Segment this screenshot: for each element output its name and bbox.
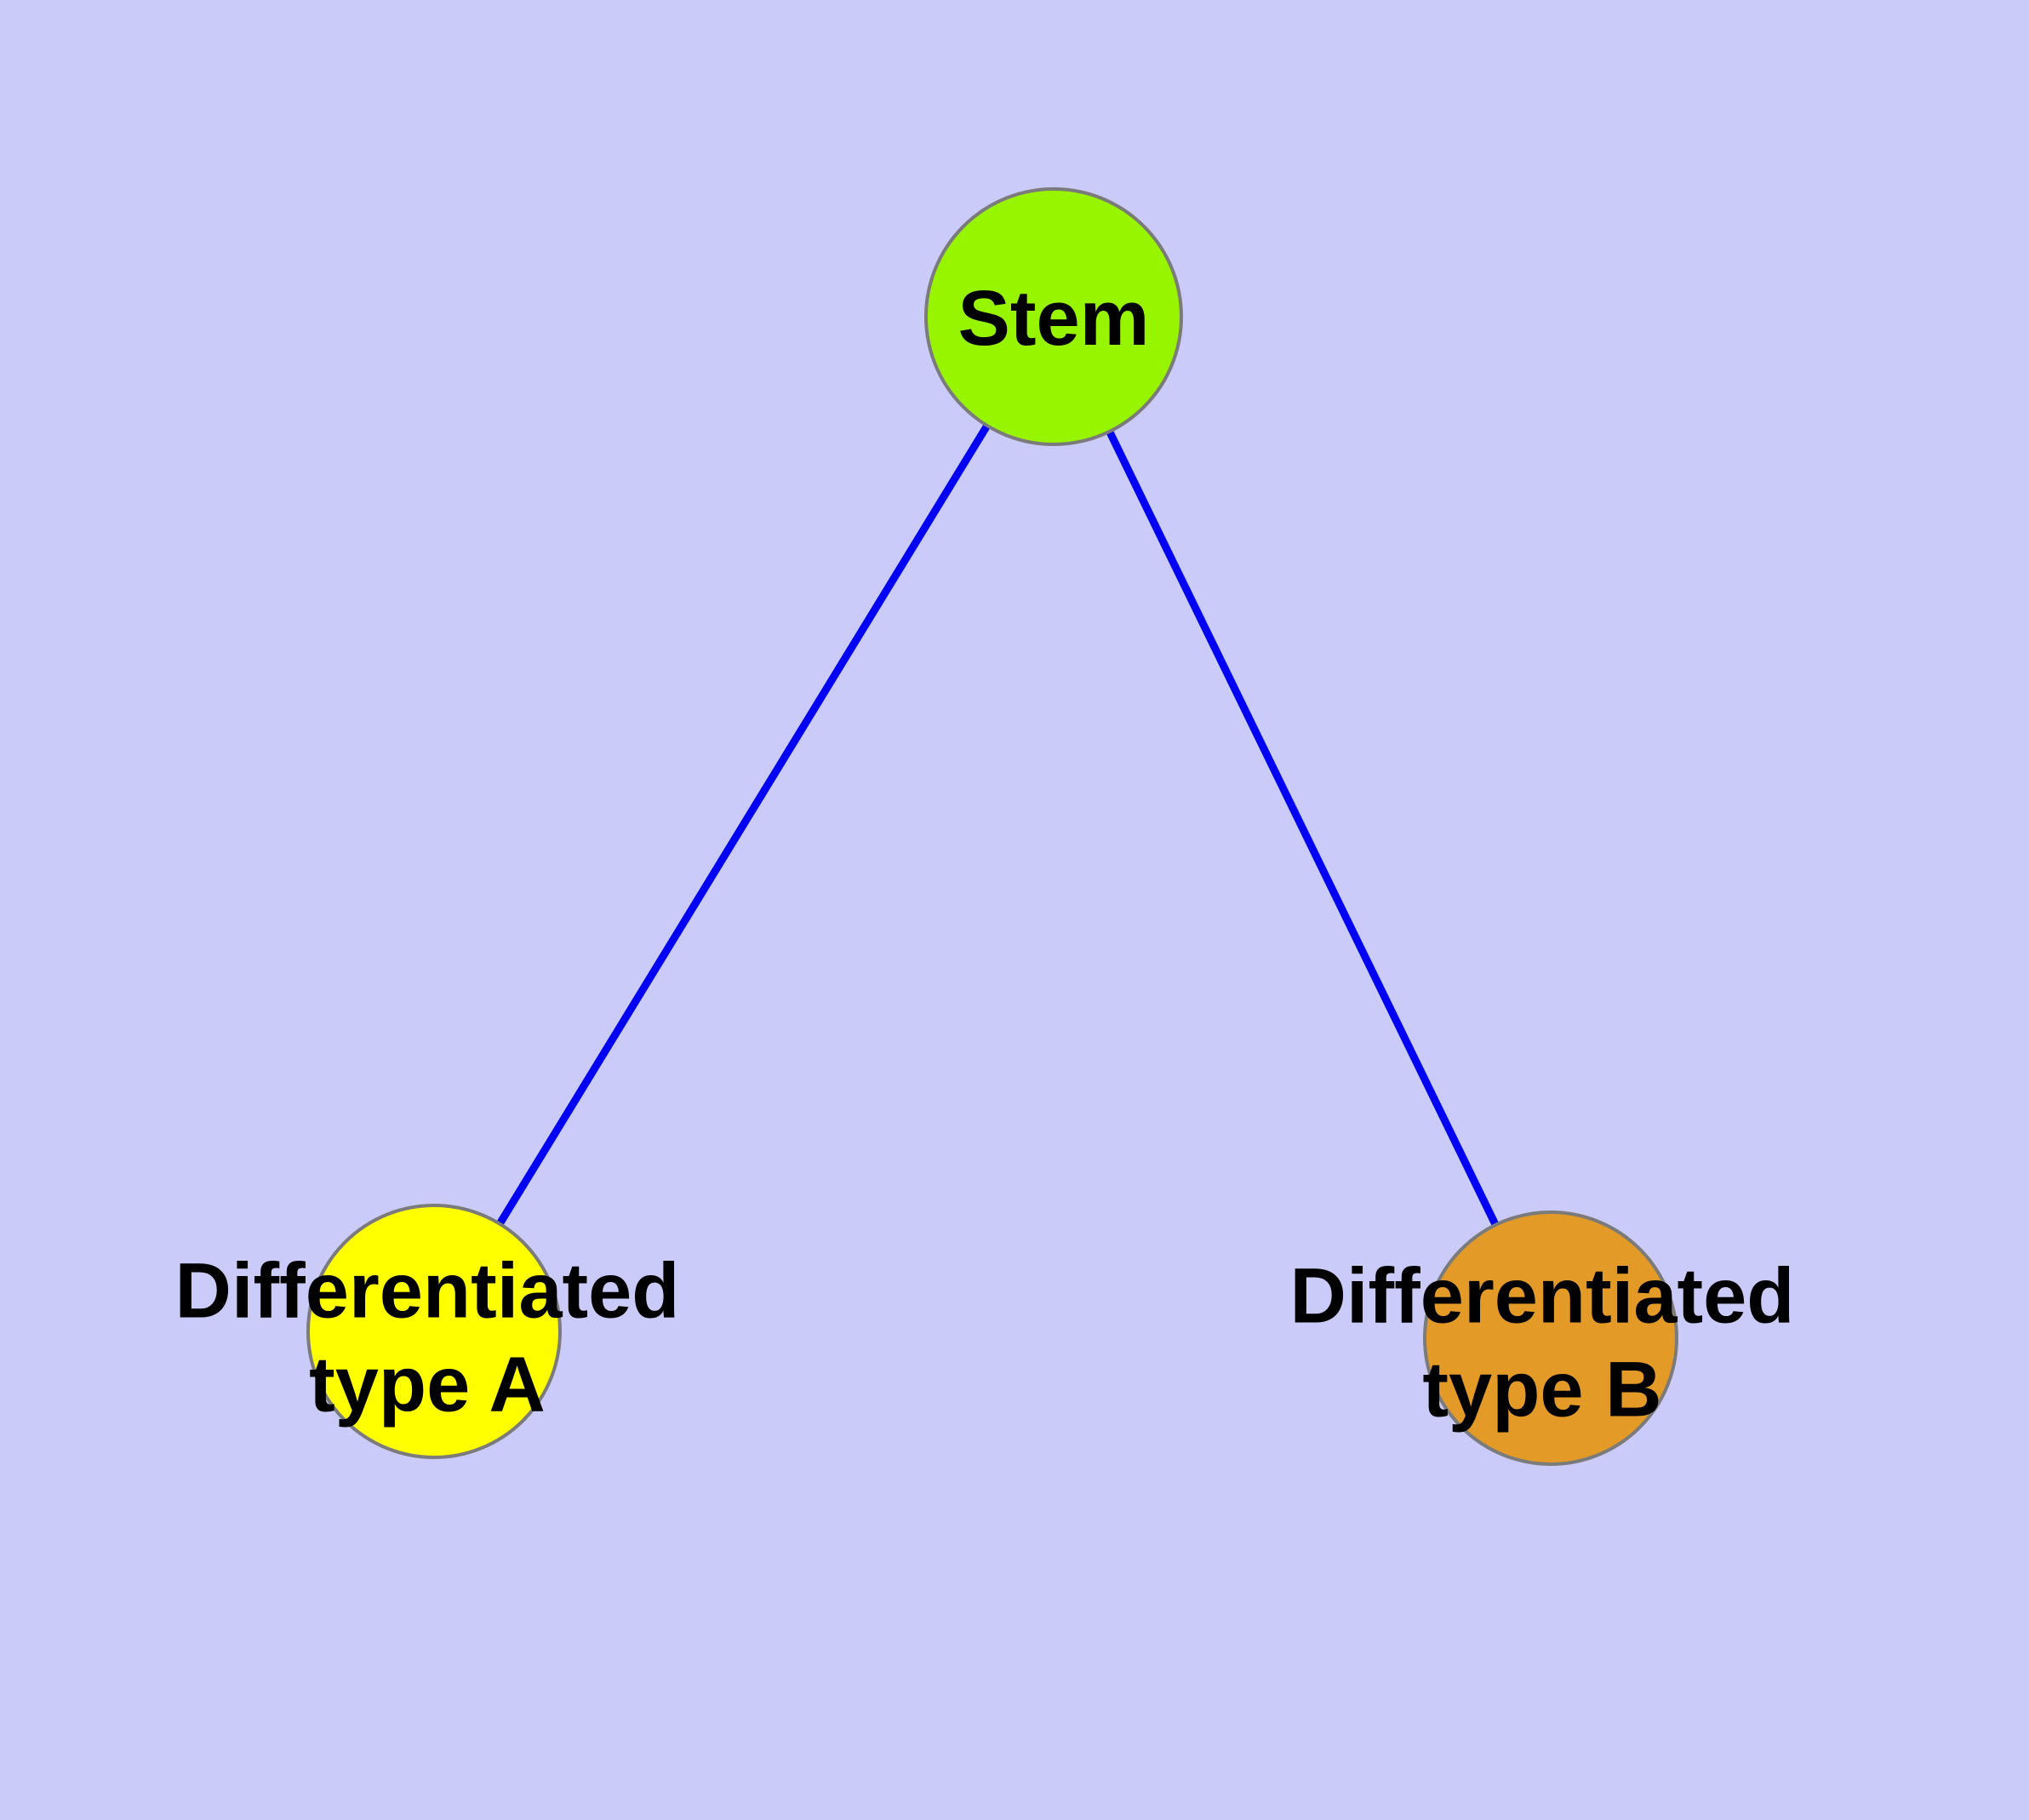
node-label-stem: Stem — [957, 274, 1150, 362]
node-stem — [924, 187, 1183, 446]
node-label-differentiated-type-a: Differentiated type A — [174, 1247, 680, 1428]
edge-stem-to-type-a — [431, 314, 1057, 1334]
node-label-differentiated-type-b: Differentiated type B — [1289, 1252, 1795, 1434]
edge-stem-to-type-b — [1049, 315, 1555, 1340]
node-differentiated-type-b — [1423, 1210, 1678, 1466]
node-differentiated-type-a — [306, 1204, 562, 1459]
